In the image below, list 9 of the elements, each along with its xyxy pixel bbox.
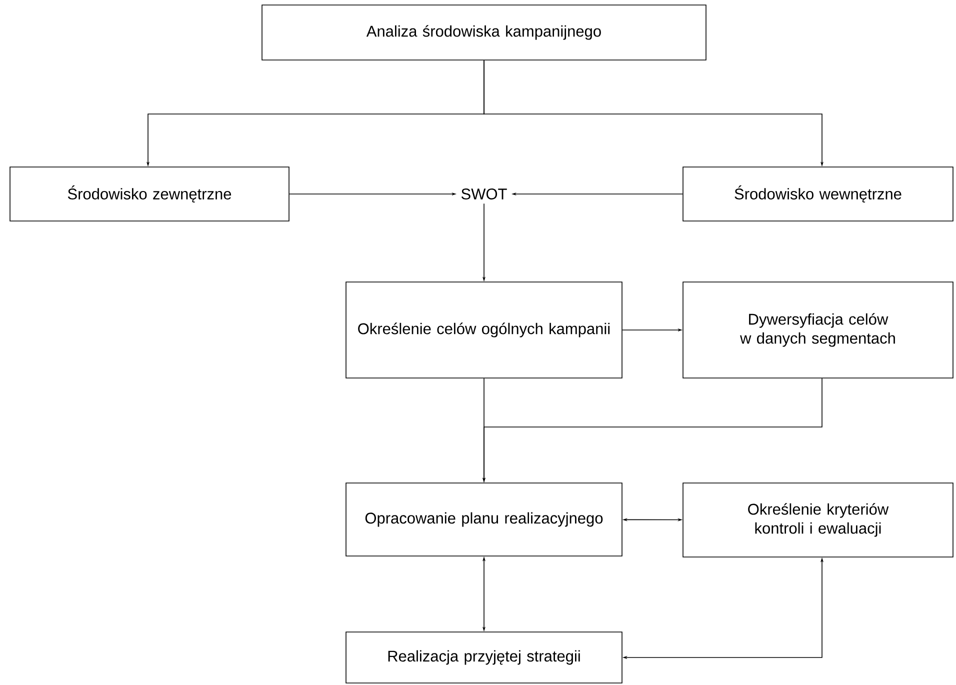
process-box: Środowisko zewnętrzne xyxy=(10,166,290,222)
process-box: Realizacja przyjętej strategii xyxy=(346,632,622,684)
process-box: Dywersyfiacja celów w danych segmentach xyxy=(682,282,954,378)
process-box: Opracowanie planu realizacyjnego xyxy=(346,482,622,556)
process-box: Określenie kryteriów kontroli i ewaluacji xyxy=(682,482,954,558)
node-label: SWOT xyxy=(461,188,507,200)
process-box: Środowisko wewnętrzne xyxy=(682,166,954,222)
process-box: Określenie celów ogólnych kampanii xyxy=(346,282,622,378)
process-box: Analiza środowiska kampanijnego xyxy=(262,4,706,60)
